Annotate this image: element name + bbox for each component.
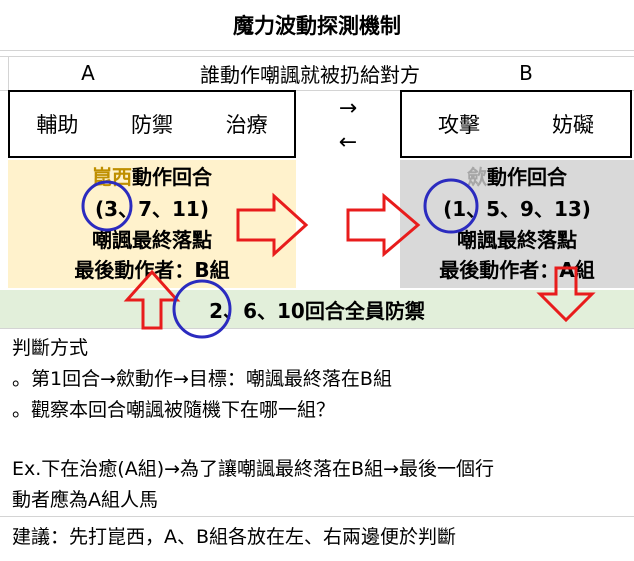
right-panel-last-actor: 最後動作者：A組 (439, 258, 595, 282)
gridline (0, 90, 634, 91)
left-panel: 崑西動作回合 (3、7、11) 嘲諷最終落點 最後動作者：B組 (8, 160, 296, 288)
gridline (0, 50, 634, 51)
advice-text: 建議：先打崑西，A、B組各放在左、右兩邊便於判斷 (12, 526, 457, 548)
page-title: 魔力波動探測機制 (233, 14, 401, 38)
left-panel-title: 崑西動作回合 (92, 165, 212, 189)
group-a-roles-box: 輔助 防禦 治療 (8, 90, 296, 158)
role-support: 輔助 (36, 113, 79, 137)
right-panel: 歛動作回合 (1、5、9、13) 嘲諷最終落點 最後動作者：A組 (400, 160, 634, 288)
left-panel-last-actor: 最後動作者：B組 (74, 258, 230, 282)
right-panel-title: 歛動作回合 (467, 165, 567, 189)
right-panel-result: 嘲諷最終落點 (457, 228, 577, 252)
role-defense: 防禦 (131, 113, 173, 137)
judgement-line-2: 。觀察本回合嘲諷被隨機下在哪一組？ (12, 399, 336, 421)
right-panel-name: 歛 (467, 165, 487, 189)
gridline (0, 328, 634, 329)
group-b-roles-box: 攻擊 妨礙 (400, 90, 632, 158)
group-a-label: A (81, 61, 95, 85)
example-line-2: 動者應為A組人馬 (12, 489, 158, 511)
right-panel-rounds: (1、5、9、13) (443, 197, 591, 221)
example-line-1: Ex.下在治癒(A組)→為了讓嘲諷最終落在B組→最後一個行 (12, 458, 494, 480)
arrow-left-icon: ← (338, 130, 358, 155)
judgement-line-1: 。第1回合→歛動作→目標：嘲諷最終落在B組 (12, 368, 392, 390)
defense-bar: 2、6、10回合全員防禦 (0, 290, 634, 328)
gridline (0, 516, 634, 517)
role-hinder: 妨礙 (552, 113, 594, 137)
left-panel-result: 嘲諷最終落點 (92, 228, 212, 252)
arrow-right-icon: → (338, 96, 358, 121)
left-panel-rounds: (3、7、11) (95, 197, 209, 221)
rule-text: 誰動作嘲諷就被扔給對方 (200, 62, 420, 87)
group-b-label: B (519, 61, 533, 85)
gridline (8, 56, 9, 90)
role-heal: 治療 (225, 113, 268, 137)
left-panel-name: 崑西 (92, 165, 132, 189)
role-attack: 攻擊 (438, 113, 480, 137)
swap-arrows: → ← (296, 92, 400, 160)
judgement-heading: 判斷方式 (12, 337, 89, 359)
gridline (0, 56, 634, 57)
